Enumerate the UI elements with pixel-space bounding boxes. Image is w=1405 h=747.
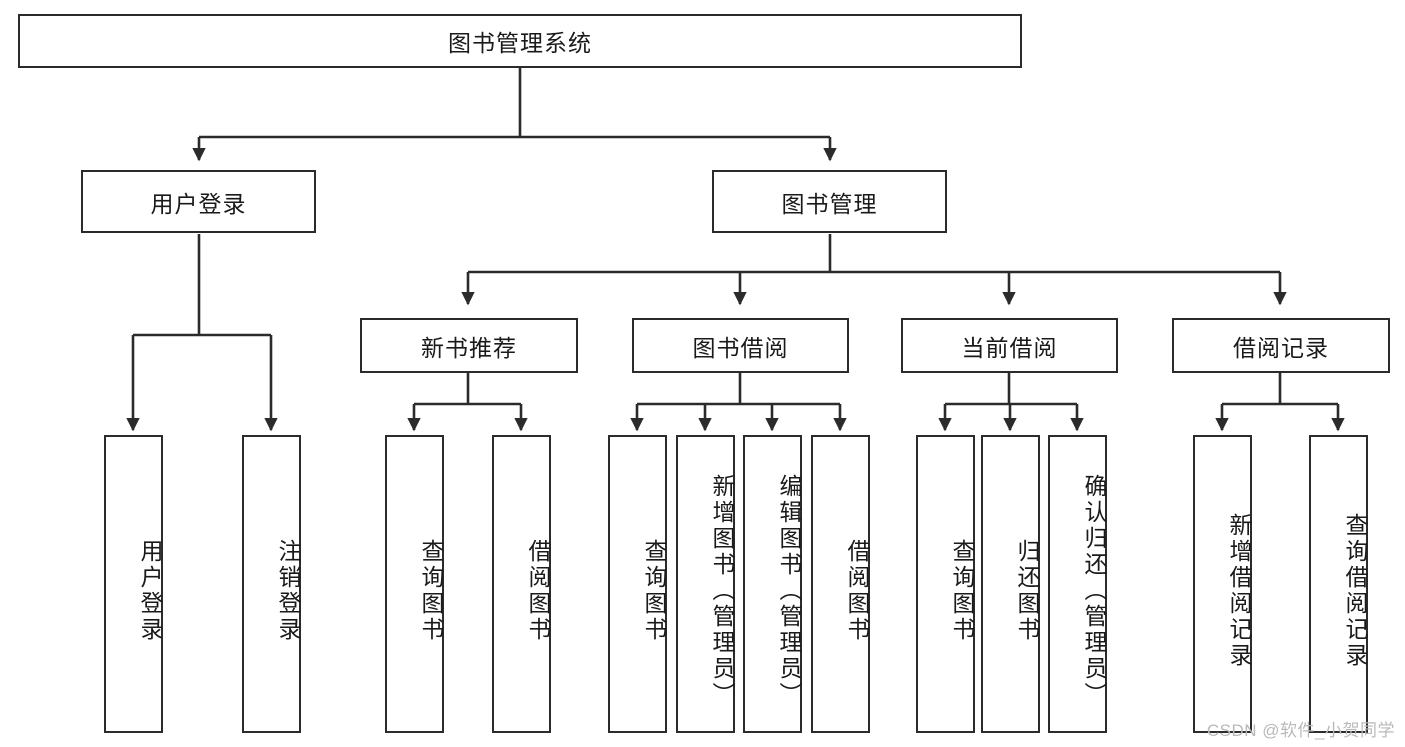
node-label: 用户登录 [150, 190, 247, 217]
node-label: 借阅图书 [525, 539, 551, 643]
leaf-current-query-book[interactable]: 查询图书 [916, 435, 975, 733]
node-label: 图书借阅 [692, 334, 789, 361]
node-label: 归还图书 [1014, 539, 1040, 643]
node-user-login[interactable]: 用户登录 [81, 170, 316, 233]
leaf-current-return-book[interactable]: 归还图书 [981, 435, 1040, 733]
leaf-user-logout[interactable]: 注销登录 [242, 435, 301, 733]
node-label: 图书管理 [781, 190, 878, 217]
node-label: 查询图书 [641, 539, 667, 643]
node-label: 编辑图书（管理员） [776, 474, 802, 708]
node-label: 查询图书 [418, 539, 444, 643]
leaf-borrow-edit-book-admin[interactable]: 编辑图书（管理员） [743, 435, 802, 733]
node-label: 新增借阅记录 [1226, 513, 1252, 669]
node-label: 确认归还（管理员） [1081, 474, 1107, 708]
node-label: 借阅图书 [844, 539, 870, 643]
leaf-borrow-query-book[interactable]: 查询图书 [608, 435, 667, 733]
node-label: 注销登录 [275, 539, 301, 643]
node-label: 当前借阅 [961, 334, 1058, 361]
node-label: 新书推荐 [421, 334, 517, 361]
node-root-system[interactable]: 图书管理系统 [18, 14, 1022, 68]
leaf-borrow-add-book-admin[interactable]: 新增图书（管理员） [676, 435, 735, 733]
leaf-newbook-query-book[interactable]: 查询图书 [385, 435, 444, 733]
leaf-newbook-borrow-book[interactable]: 借阅图书 [492, 435, 551, 733]
leaf-current-confirm-return-admin[interactable]: 确认归还（管理员） [1048, 435, 1107, 733]
node-label: 查询图书 [949, 539, 975, 643]
node-current-borrow[interactable]: 当前借阅 [901, 318, 1118, 373]
node-label: 用户登录 [137, 539, 163, 643]
node-label: 查询借阅记录 [1342, 513, 1368, 669]
node-book-borrow[interactable]: 图书借阅 [632, 318, 849, 373]
node-label: 图书管理系统 [448, 30, 592, 56]
node-new-book-recommendation[interactable]: 新书推荐 [360, 318, 578, 373]
node-borrow-record[interactable]: 借阅记录 [1172, 318, 1390, 373]
leaf-borrow-borrow-book[interactable]: 借阅图书 [811, 435, 870, 733]
node-book-management[interactable]: 图书管理 [712, 170, 947, 233]
leaf-user-login[interactable]: 用户登录 [104, 435, 163, 733]
leaf-record-add-record[interactable]: 新增借阅记录 [1193, 435, 1252, 733]
node-label: 新增图书（管理员） [709, 474, 735, 708]
node-label: 借阅记录 [1233, 334, 1329, 361]
leaf-record-query-record[interactable]: 查询借阅记录 [1309, 435, 1368, 733]
